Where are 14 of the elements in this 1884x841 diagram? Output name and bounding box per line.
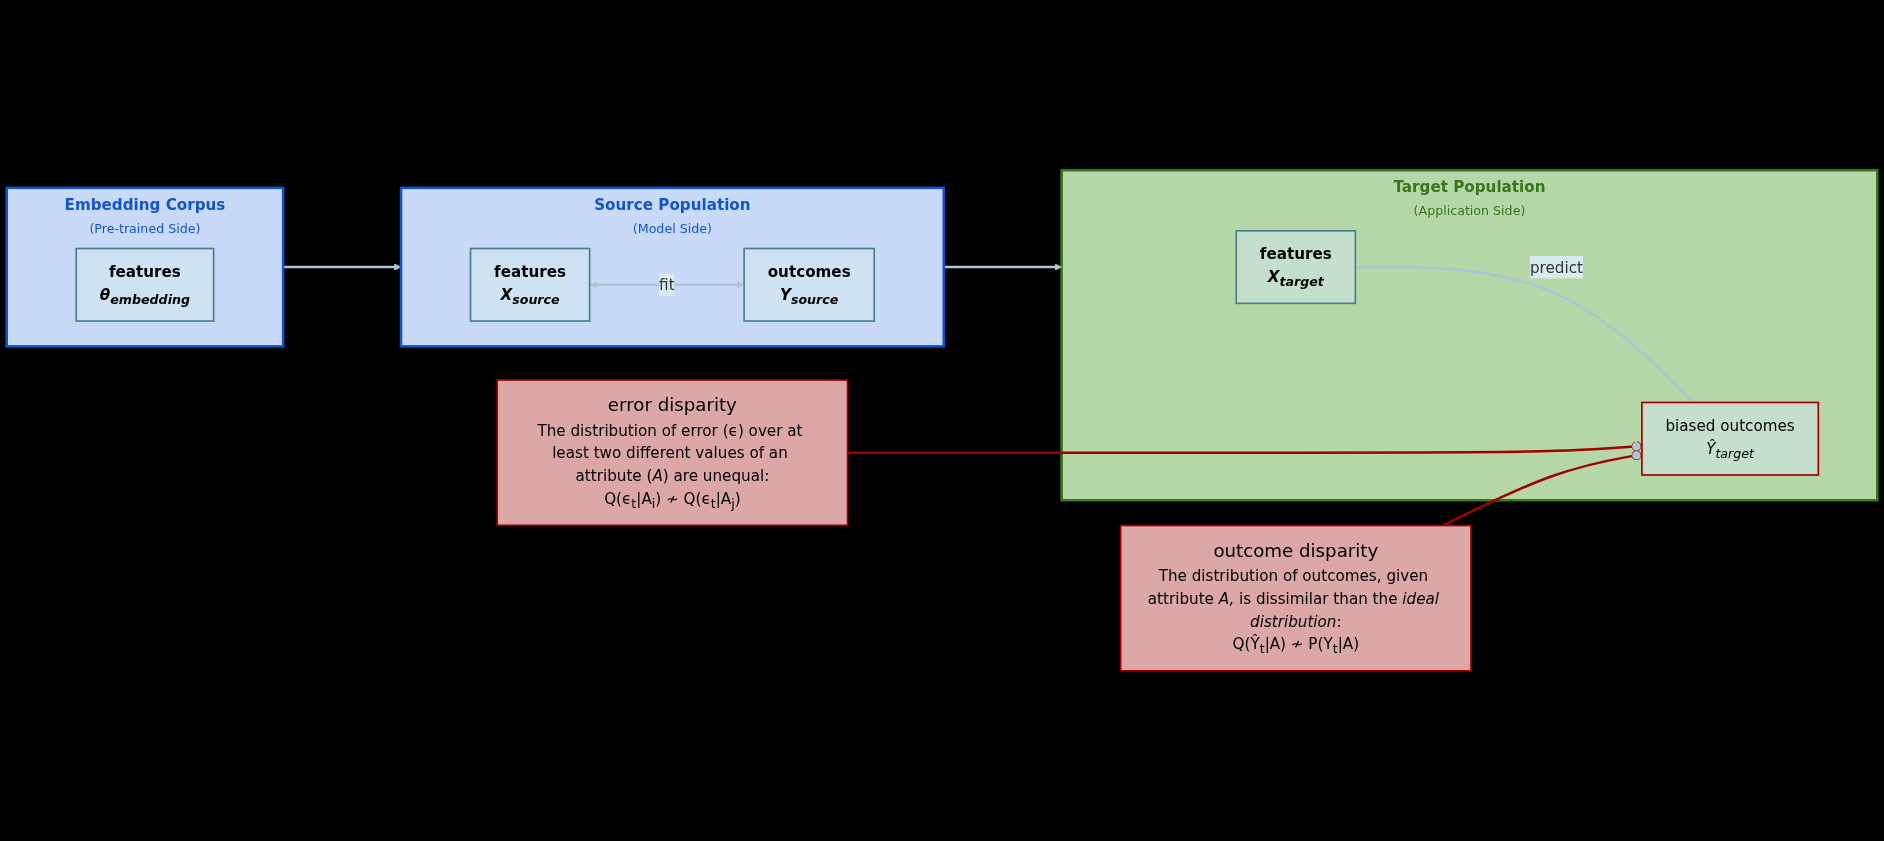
edge-label: predict xyxy=(1529,258,1583,276)
node-box: error disparity The distribution of error (ϵ) over at least two different values of an attribute (A) are unequal: Q(ϵ$_{t}$|A$_{i}$) ≁ Q(ϵ$_{t}$|A$_{j}$) xyxy=(496,379,849,527)
arrow xyxy=(283,263,402,271)
arrow xyxy=(943,263,1062,271)
arrow xyxy=(589,281,745,289)
connector xyxy=(847,441,1642,454)
node-box: biased outcomes Ŷ$_{target}$ xyxy=(1641,401,1820,476)
node-box: outcomes Y$_{source}$ xyxy=(743,247,876,322)
edge-label: fit xyxy=(659,275,675,294)
node-box: features θ$_{embedding}$ xyxy=(75,247,215,322)
node-box: features X$_{target}$ xyxy=(1235,230,1357,305)
arrow xyxy=(1355,265,1694,403)
node-box: features X$_{source}$ xyxy=(469,247,591,322)
node-box: outcome disparity The distribution of outcomes, given attribute A, is dissimilar than the ideal distribution: Q(Ŷ$_{t}$|A) ≁ P(Y$_{t}$|A) xyxy=(1119,524,1472,672)
